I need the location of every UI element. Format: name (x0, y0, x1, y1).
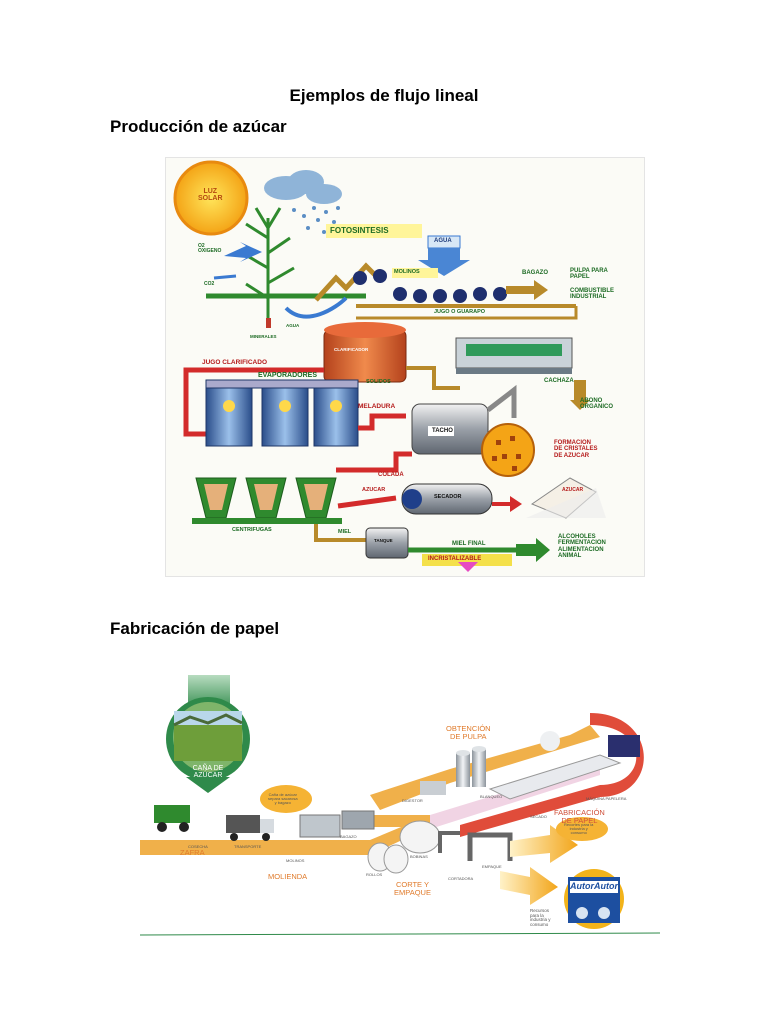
evaporator-tanks (206, 380, 358, 446)
label-co2: CO2 (204, 282, 214, 287)
label-clarified-juice: JUGO CLARIFICADO (202, 360, 267, 367)
label-pulp: OBTENCIÓN DE PULPA (446, 725, 491, 742)
label-cut-pack: CORTE Y EMPAQUE (394, 881, 431, 898)
label-minerals: MINERALES (250, 335, 277, 340)
label-strained: COLADA (378, 472, 404, 478)
label-cachaza: CACHAZA (544, 378, 574, 384)
label-mill-small: MOLINOS (286, 859, 304, 863)
label-final-molasses: MIEL FINAL (452, 541, 486, 547)
label-reel-small: BOBINAS (410, 855, 428, 859)
final-molasses-arrow (516, 538, 550, 562)
label-o2: O2 OXIGENO (198, 244, 221, 255)
label-solids: SOLIDOS (366, 380, 391, 386)
label-brand-2: Autor (594, 882, 618, 891)
label-bagasse-small: BAGAZO (340, 835, 357, 839)
gas-arrow (224, 242, 262, 262)
label-crystal-formation: FORMACION DE CRISTALES DE AZUCAR (554, 440, 598, 459)
sugar-cane-plant (244, 208, 294, 318)
mill-machine-icon (300, 815, 340, 837)
label-harvest: ZAFRA (180, 849, 205, 857)
label-uses: ALCOHOLES FERMENTACION ALIMENTACION ANIM… (558, 534, 606, 559)
label-harvest-small: COSECHA (188, 845, 208, 849)
label-transport-small: TRANSPORTE (234, 845, 261, 849)
label-water-root: AGUA (286, 324, 299, 329)
label-evaporators: EVAPORADORES (258, 372, 317, 379)
label-water: AGUA (434, 238, 452, 244)
label-syrup: MELADURA (358, 404, 395, 411)
label-sugar-bag: AZUCAR (562, 488, 583, 493)
label-bagasse: BAGAZO (522, 270, 548, 276)
label-clarifier: CLARIFICADOR (334, 348, 368, 353)
paper-diagram-graphics (130, 665, 660, 940)
label-non-crystallizable: INCRISTALIZABLE (428, 556, 481, 562)
sugar-crystals (482, 424, 534, 476)
section-heading-paper: Fabricación de papel (110, 619, 279, 639)
paper-manufacturing-diagram: CAÑA DE AZÚCAR ZAFRA MOLIENDA OBTENCIÓN … (130, 665, 660, 940)
label-pulp-paper: PULPA PARA PAPEL (570, 268, 608, 281)
label-sun: LUZ SOLAR (198, 188, 223, 203)
label-milling: MOLIENDA (268, 873, 307, 881)
output-arrow-bottom (500, 867, 558, 905)
label-bagasse-note: Caña de azúcar separa sacarosa y bagazo (268, 793, 298, 806)
label-photosynthesis: FOTOSINTESIS (330, 227, 389, 235)
pulp-silo-icon (456, 753, 470, 787)
label-digester-small: DIGESTOR (402, 799, 423, 803)
bagasse-arrow (506, 280, 548, 300)
truck-icon (226, 815, 260, 833)
label-dryer: SECADOR (434, 495, 462, 501)
label-pack-small: EMPAQUE (482, 865, 502, 869)
label-industrial-fuel: COMBUSTIBLE INDUSTRIAL (570, 288, 614, 301)
label-tank: TANQUE (374, 539, 393, 544)
label-bleach-small: BLANQUEO (480, 795, 502, 799)
label-cane: CAÑA DE AZÚCAR (188, 765, 228, 780)
label-sugar: AZUCAR (362, 488, 385, 494)
rain-cloud-icon (264, 170, 342, 204)
label-rolls-small: ROLLOS (366, 873, 382, 877)
label-organic-fertilizer: ABONO ORGANICO (580, 398, 613, 411)
document-title: Ejemplos de flujo lineal (0, 86, 768, 106)
label-centrifuges: CENTRIFUGAS (232, 528, 272, 534)
harvester-icon (154, 805, 190, 823)
label-dryer-small: SECADO (530, 815, 547, 819)
sugar-production-diagram: LUZ SOLAR FOTOSINTESIS AGUA O2 OXIGENO C… (165, 157, 645, 577)
label-machine-small: MÁQUINA PAPELERA (586, 797, 626, 801)
paper-rolls-icon (368, 821, 440, 873)
label-molasses: MIEL (338, 530, 351, 536)
label-cutter-small: CORTADORA (448, 877, 473, 881)
label-vacuum-pan: TACHO (432, 428, 453, 434)
label-resources: Recursos para la industria y consumo (530, 909, 551, 928)
label-brand: Autor (570, 882, 594, 891)
sugar-diagram-graphics (166, 158, 644, 576)
label-juice: JUGO O GUARAPO (434, 310, 485, 316)
section-heading-sugar: Producción de azúcar (110, 117, 287, 137)
label-recycle-note: Recortes para la industria y consumo (564, 823, 593, 836)
label-mills: MOLINOS (394, 270, 420, 276)
